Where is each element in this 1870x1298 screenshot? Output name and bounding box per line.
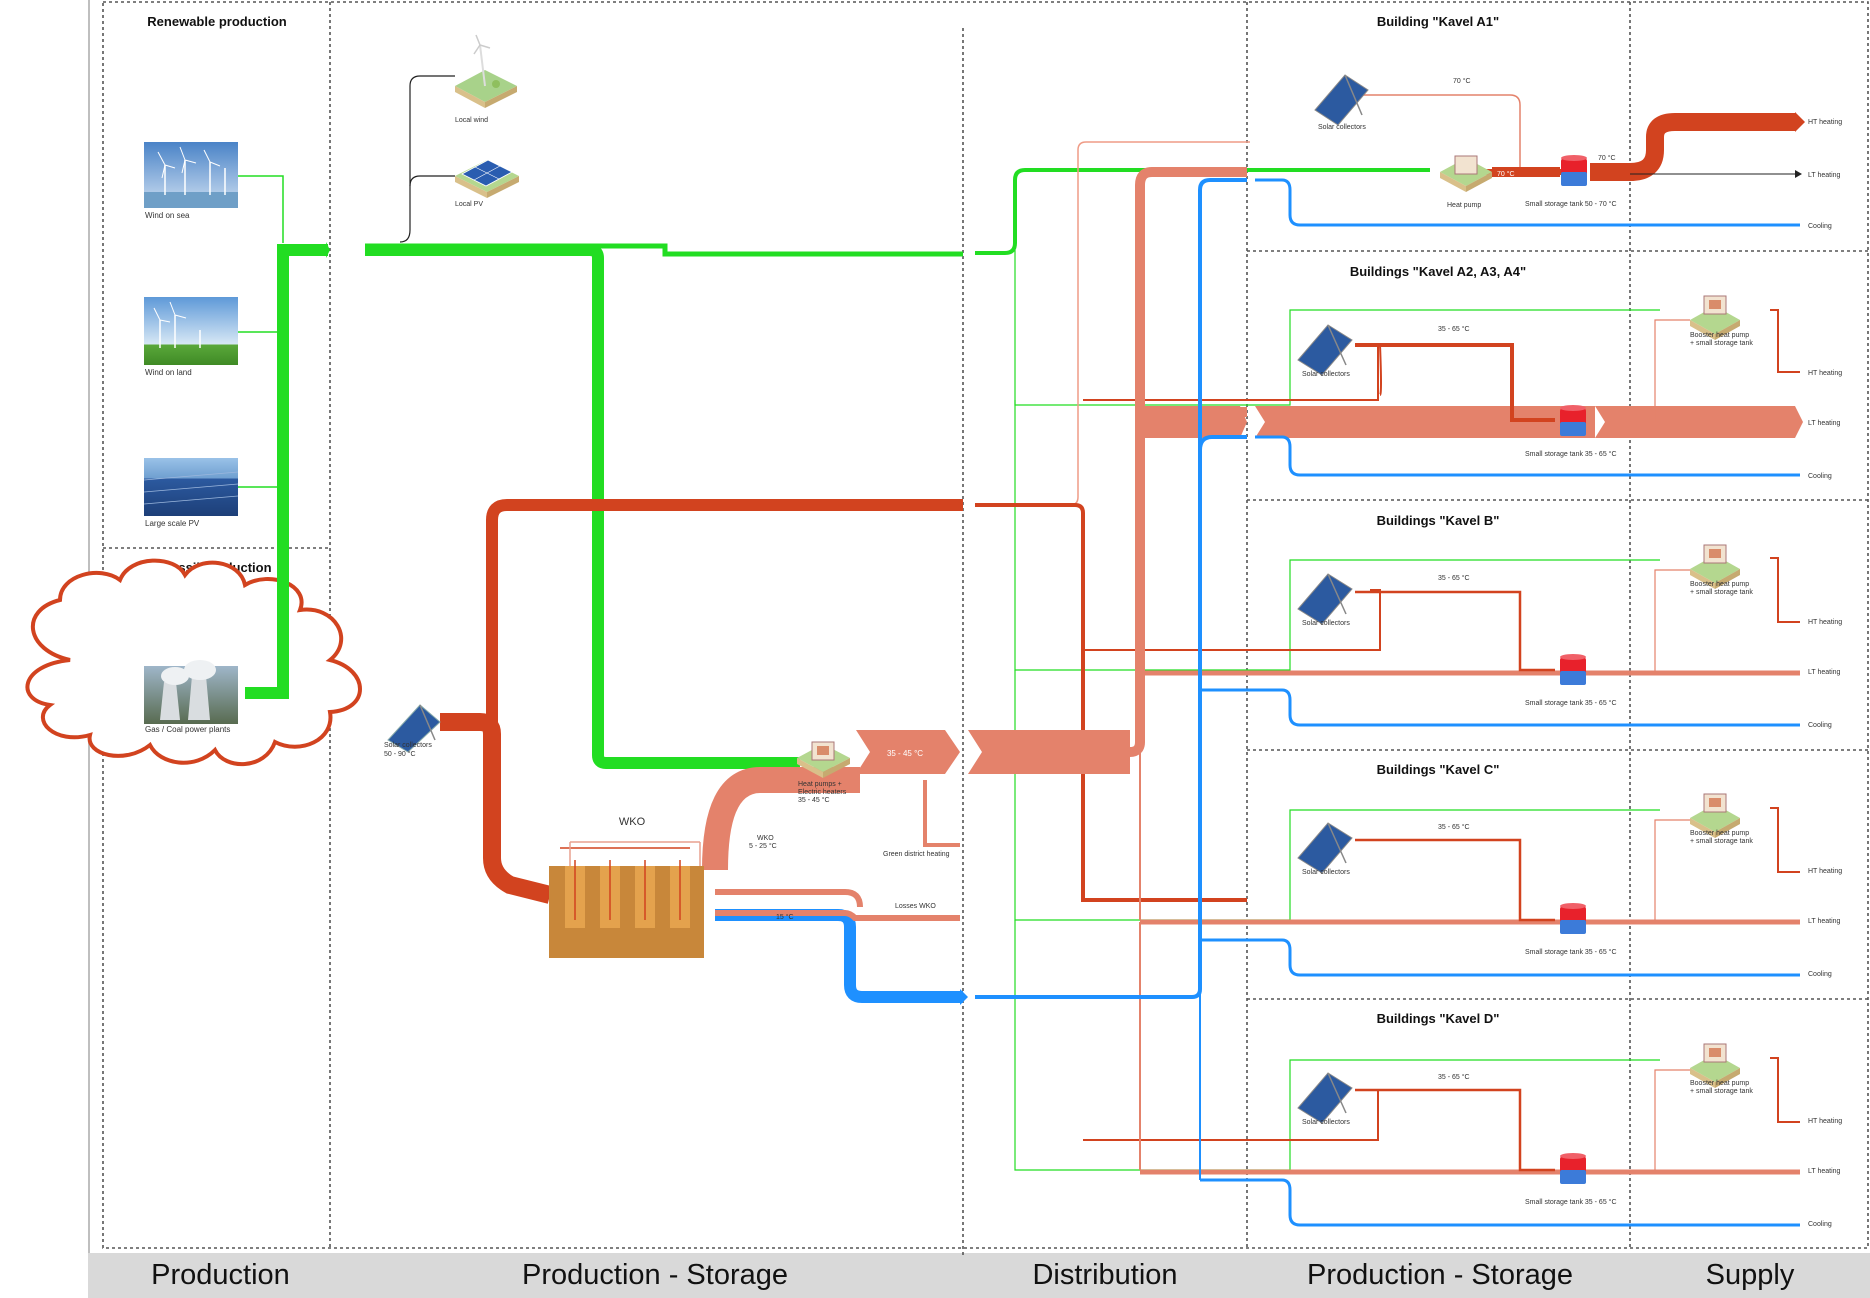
a1-heat-pump-label: Heat pump xyxy=(1447,202,1481,209)
lt-label: LT heating xyxy=(1808,420,1841,427)
local-pv-icon xyxy=(455,159,519,198)
power-plant-icon xyxy=(144,660,238,724)
a1-cooling-label: Cooling xyxy=(1808,223,1832,230)
a1-solar-label: Solar collectors xyxy=(1318,124,1366,131)
building-block-c: Solar collectors 35 - 65 °C Small storage … xyxy=(1297,793,1842,978)
ht-label: HT heating xyxy=(1808,370,1842,377)
solar-label: Solar collectors xyxy=(1302,371,1350,378)
a1-tank-label: Small storage tank 50 - 70 °C xyxy=(1525,200,1617,208)
booster-label: Booster heat pump xyxy=(1690,830,1749,837)
temp-label: 35 - 65 °C xyxy=(1438,574,1470,582)
a1-tank-temp: 70 °C xyxy=(1598,154,1616,162)
a1-heat-pump-icon xyxy=(1440,155,1492,192)
booster-label2: + small storage tank xyxy=(1690,340,1753,347)
phase-supply: Supply xyxy=(1705,1259,1795,1291)
cooling-label: Cooling xyxy=(1808,473,1832,480)
solar-collector-icon xyxy=(1297,1072,1353,1124)
header-kavel-a234: Buildings "Kavel A2, A3, A4" xyxy=(1350,264,1526,279)
ht-label: HT heating xyxy=(1808,868,1842,875)
solar-collector-icon xyxy=(387,704,441,753)
section-borders xyxy=(102,1,1869,1258)
tank-label: Small storage tank 35 - 65 °C xyxy=(1525,1198,1617,1206)
heat-pumps-temp: 35 - 45 °C xyxy=(798,796,830,804)
heat-pump-icon xyxy=(797,741,850,778)
central-solar-label: Solar collectors xyxy=(384,742,432,749)
booster-label: Booster heat pump xyxy=(1690,332,1749,339)
heat-pumps-label2: Electric heaters xyxy=(798,789,847,796)
large-pv-label: Large scale PV xyxy=(145,519,200,528)
temp-label: 35 - 65 °C xyxy=(1438,1073,1470,1081)
booster-label2: + small storage tank xyxy=(1690,838,1753,845)
lt-label: LT heating xyxy=(1808,1168,1841,1175)
wind-sea-icon xyxy=(144,142,238,208)
local-wind-icon xyxy=(455,34,517,108)
wko-borehole-icon xyxy=(549,841,704,958)
header-renewable: Renewable production xyxy=(147,14,286,29)
building-block-d: Solar collectors 35 - 65 °C Small storage … xyxy=(1297,1043,1842,1228)
ht-label: HT heating xyxy=(1808,619,1842,626)
cooling-label: Cooling xyxy=(1808,722,1832,729)
phase-production-storage: Production - Storage xyxy=(522,1259,788,1291)
wind-land-icon xyxy=(144,297,238,365)
heat-pumps-label: Heat pumps + xyxy=(798,781,842,788)
a1-lt-label: LT heating xyxy=(1808,172,1841,179)
cold-temp: 15 °C xyxy=(776,913,794,921)
wind-sea-label: Wind on sea xyxy=(145,211,190,220)
a1-temp-top: 70 °C xyxy=(1453,77,1471,85)
solar-collector-icon xyxy=(1297,822,1353,874)
a1-hp-temp: 70 °C xyxy=(1497,170,1515,178)
a1-ht-label: HT heating xyxy=(1808,119,1842,126)
cooling-label: Cooling xyxy=(1808,971,1832,978)
header-kavel-c: Buildings "Kavel C" xyxy=(1377,762,1500,777)
wind-land-label: Wind on land xyxy=(145,368,192,377)
green-dh-label: Green district heating xyxy=(883,851,950,858)
phase-building-production-storage: Production - Storage xyxy=(1307,1259,1573,1291)
ht-label: HT heating xyxy=(1808,1118,1842,1125)
fossil-plant-label: Gas / Coal power plants xyxy=(145,725,230,734)
solar-collector-icon xyxy=(1297,324,1353,376)
a1-solar-icon xyxy=(1314,74,1369,126)
booster-label2: + small storage tank xyxy=(1690,589,1753,596)
booster-label: Booster heat pump xyxy=(1690,581,1749,588)
lt-label: LT heating xyxy=(1808,918,1841,925)
solar-label: Solar collectors xyxy=(1302,1119,1350,1126)
wko-title: WKO xyxy=(619,816,646,828)
phase-bar xyxy=(88,1253,1870,1298)
large-pv-icon xyxy=(143,458,239,516)
header-kavel-b: Buildings "Kavel B" xyxy=(1377,513,1500,528)
wko-label: WKO xyxy=(757,835,774,842)
booster-label: Booster heat pump xyxy=(1690,1080,1749,1087)
a1-storage-tank-icon xyxy=(1561,155,1587,186)
header-kavel-a1: Building "Kavel A1" xyxy=(1377,14,1499,29)
local-pv-label: Local PV xyxy=(455,201,483,208)
local-wind-label: Local wind xyxy=(455,117,488,124)
central-solar-temp: 50 - 90 °C xyxy=(384,750,416,758)
phase-distribution: Distribution xyxy=(1032,1259,1178,1291)
solar-label: Solar collectors xyxy=(1302,869,1350,876)
wko-temp: 5 - 25 °C xyxy=(749,842,777,850)
cooling-label: Cooling xyxy=(1808,1221,1832,1228)
losses-label: Losses WKO xyxy=(895,903,936,910)
tank-label: Small storage tank 35 - 65 °C xyxy=(1525,699,1617,707)
header-kavel-d: Buildings "Kavel D" xyxy=(1377,1011,1500,1026)
temp-label: 35 - 65 °C xyxy=(1438,823,1470,831)
lt-label: LT heating xyxy=(1808,669,1841,676)
tank-label: Small storage tank 35 - 65 °C xyxy=(1525,948,1617,956)
phase-production: Production xyxy=(151,1259,290,1291)
solar-collector-icon xyxy=(1297,573,1353,625)
tank-label: Small storage tank 35 - 65 °C xyxy=(1525,450,1617,458)
booster-label2: + small storage tank xyxy=(1690,1088,1753,1095)
building-block-a234: Solar collectors 35 - 65 °C Small storage … xyxy=(1297,295,1842,480)
lt-flow-temp-label: 35 - 45 °C xyxy=(887,749,923,758)
solar-label: Solar collectors xyxy=(1302,620,1350,627)
grid-trunk xyxy=(245,244,328,699)
temp-label: 35 - 65 °C xyxy=(1438,325,1470,333)
building-block-b: Solar collectors 35 - 65 °C Small storage … xyxy=(1297,544,1842,729)
